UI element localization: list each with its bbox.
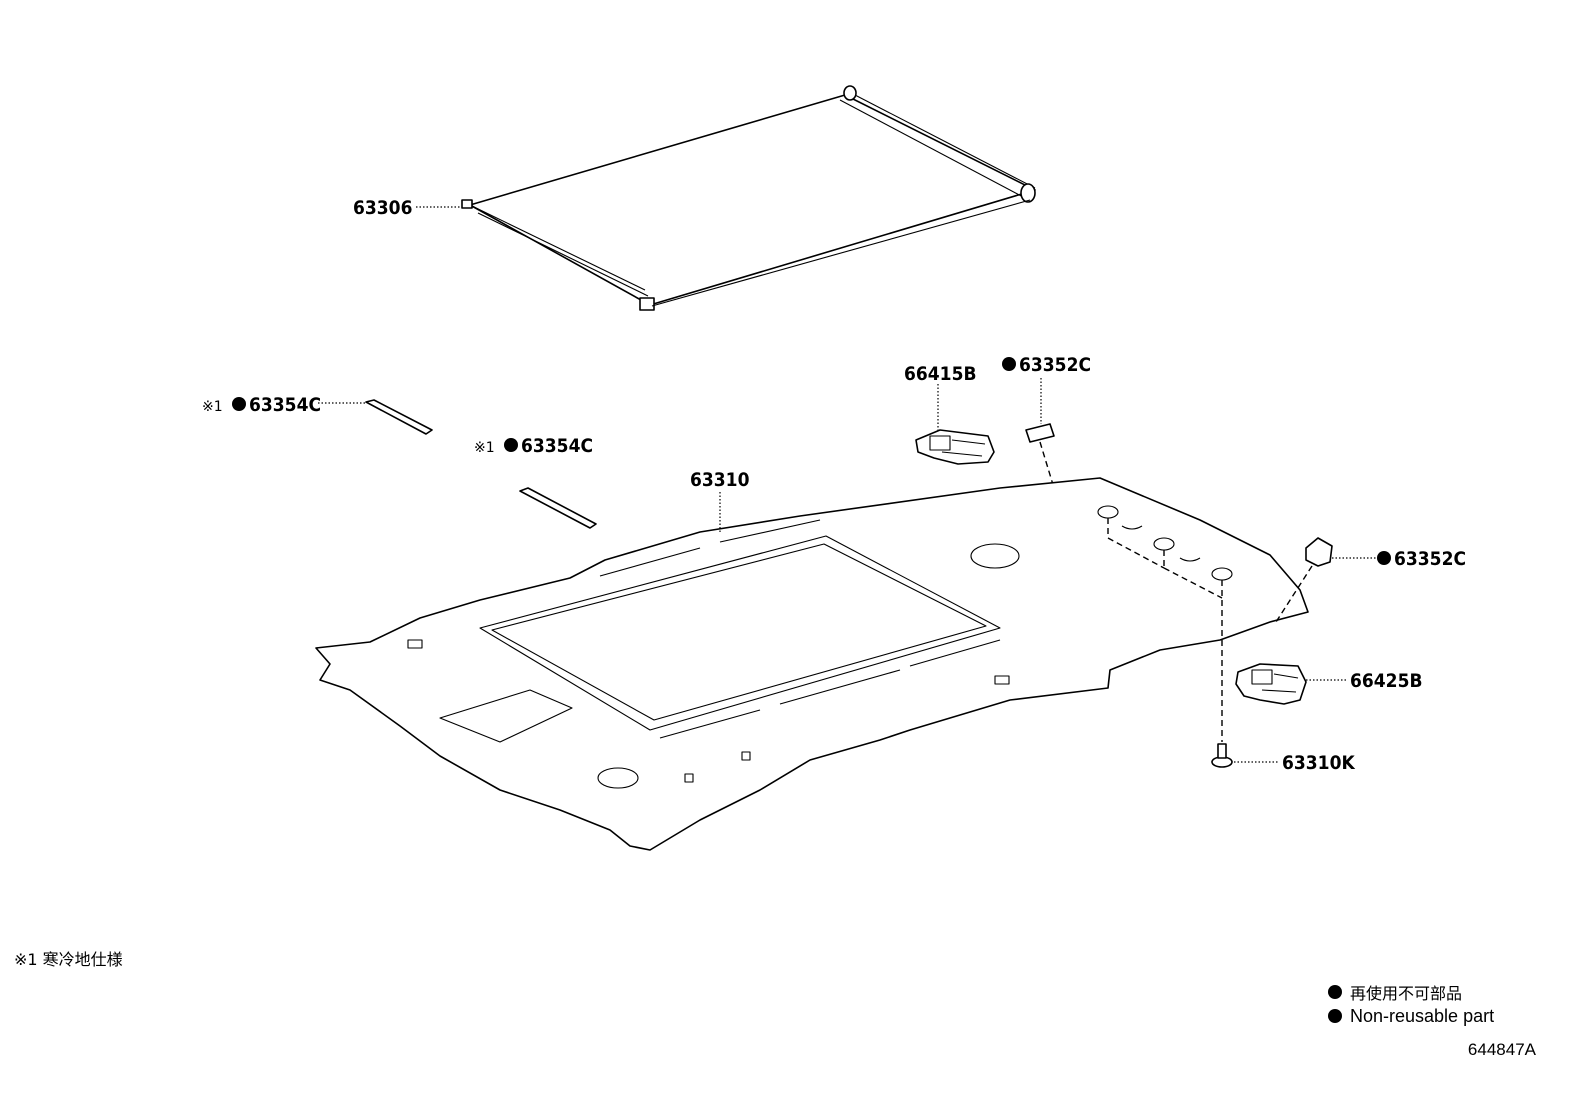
legend-text-english: Non-reusable part (1350, 1005, 1495, 1026)
ref-mark-pad-lower: ※1 (474, 440, 495, 456)
part-label-grip-upper: 66415B (904, 363, 977, 385)
non-reusable-dot-pad-lower (504, 438, 518, 452)
screw-illustration (1211, 743, 1233, 768)
legend-row-english: Non-reusable part (1328, 1004, 1494, 1028)
part-label-pad-lower: 63354C (521, 435, 593, 457)
part-label-screw: 63310K (1282, 752, 1355, 774)
sunshade-illustration (461, 85, 1036, 311)
part-label-pad-upper: 63354C (249, 394, 321, 416)
tape-right-dash (1275, 565, 1313, 623)
pad-lower-illustration (519, 487, 597, 529)
legend-row-japanese: 再使用不可部品 (1328, 980, 1494, 1004)
grip-upper-illustration (915, 429, 995, 465)
headlining-illustration (315, 477, 1309, 851)
part-label-sunshade: 63306 (353, 197, 412, 219)
illustration-id: 644847A (1467, 1040, 1536, 1059)
part-label-grip-lower: 66425B (1350, 670, 1423, 692)
tape-right-illustration (1305, 537, 1333, 567)
legend-text-japanese: 再使用不可部品 (1350, 984, 1463, 1003)
ref-mark-pad-upper: ※1 (202, 399, 223, 415)
part-label-headlining: 63310 (690, 469, 750, 491)
grip-lower-illustration (1235, 663, 1307, 705)
tape-upper-dash (1039, 441, 1055, 489)
tape-upper-illustration (1025, 423, 1055, 443)
pad-upper-illustration (365, 399, 433, 435)
non-reusable-dot-tape-upper (1002, 357, 1016, 371)
fastener-dashes (1107, 518, 1223, 742)
part-label-tape-right: 63352C (1394, 548, 1466, 570)
non-reusable-dot-tape-right (1377, 551, 1391, 565)
legend: 再使用不可部品 Non-reusable part (1328, 980, 1494, 1028)
non-reusable-dot-icon (1328, 985, 1342, 999)
non-reusable-dot-pad-upper (232, 397, 246, 411)
part-label-tape-upper: 63352C (1019, 354, 1091, 376)
footnote-cold-climate: ※1 寒冷地仕様 (14, 950, 123, 969)
non-reusable-dot-icon (1328, 1009, 1342, 1023)
